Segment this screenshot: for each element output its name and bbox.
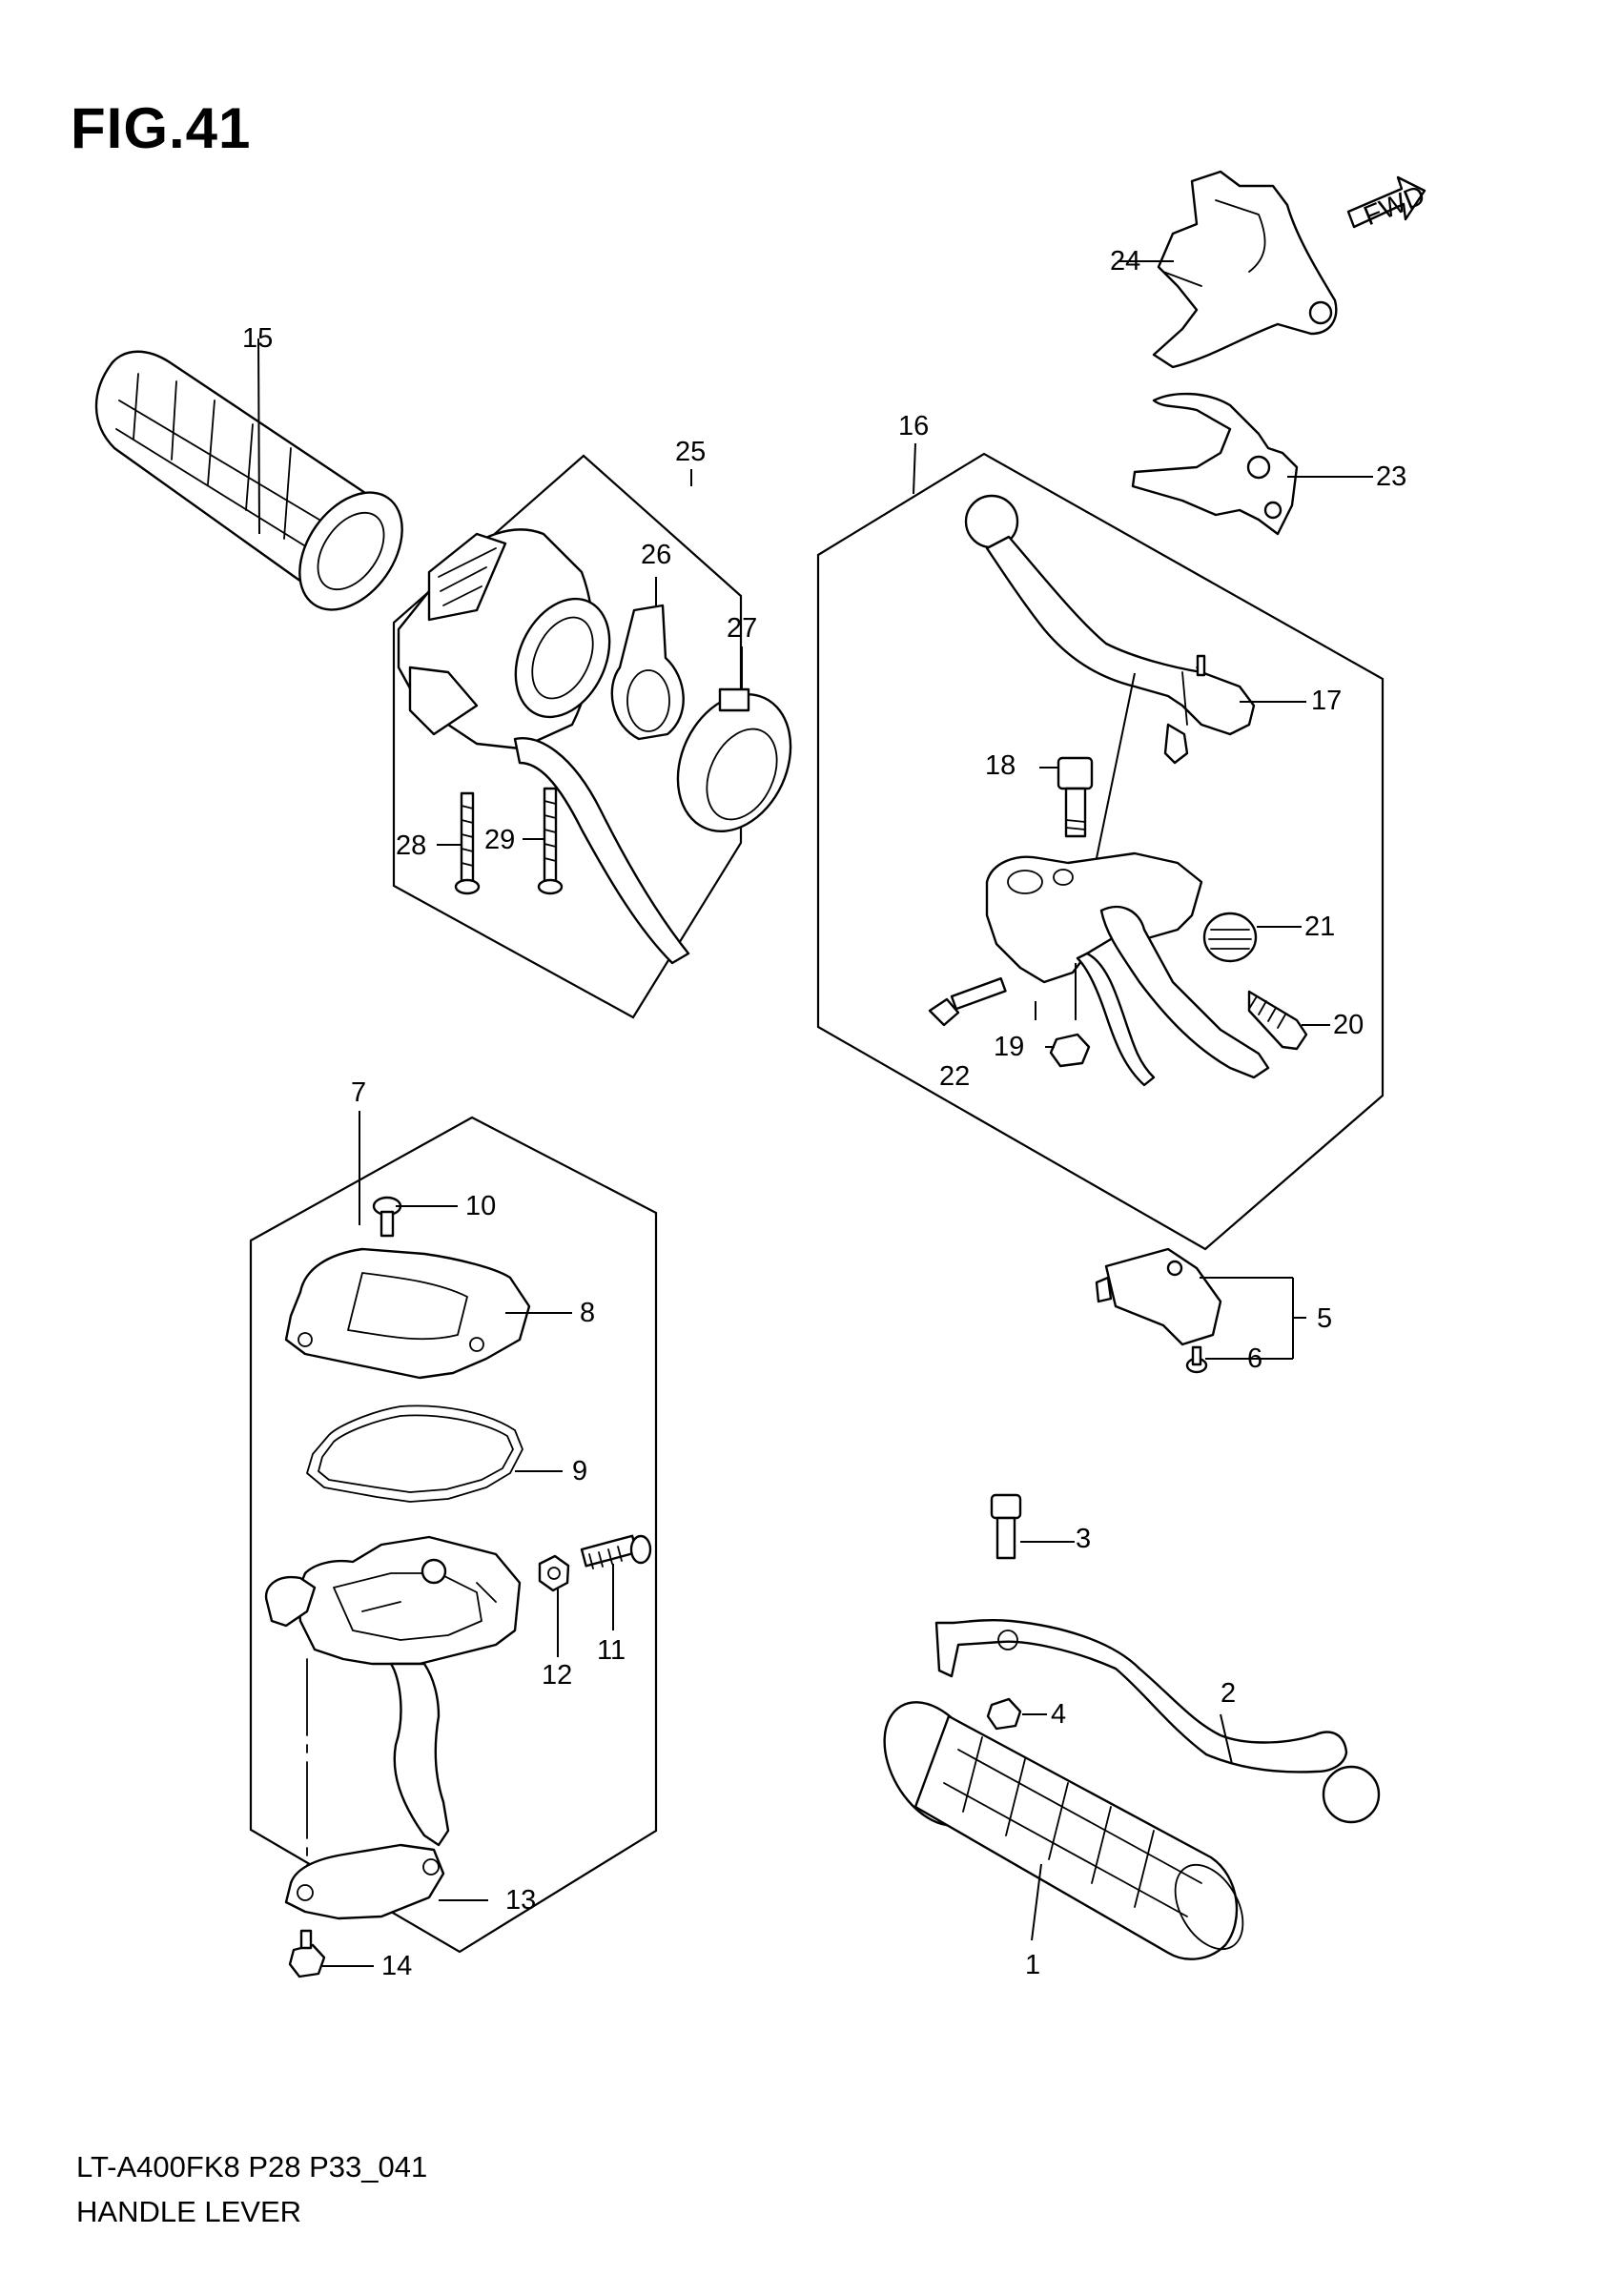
cover-part-24: [1152, 170, 1338, 369]
throttle-lever-part-26: [610, 604, 685, 741]
callout-15: 15: [242, 323, 273, 354]
callout-25: 25: [675, 437, 706, 467]
callout-28: 28: [396, 830, 426, 861]
throttle-switch-housing-part: [397, 528, 690, 965]
brake-lever-part-17: [964, 494, 1256, 765]
assembly-box-16: [816, 452, 1385, 1251]
nut-part-4: [986, 1697, 1022, 1731]
callout-18: 18: [985, 750, 1016, 781]
callout-2: 2: [1221, 1678, 1236, 1709]
callout-9: 9: [572, 1456, 587, 1486]
clutch-lever-part-2: [934, 1618, 1381, 1824]
section-name: HANDLE LEVER: [76, 2195, 302, 2228]
switch-part-5: [1095, 1247, 1222, 1346]
callout-3: 3: [1076, 1524, 1091, 1554]
screw-part-28: [454, 791, 481, 895]
pivot-bolt-part-18: [1057, 756, 1094, 838]
screw-part-29: [537, 787, 564, 895]
callout-11: 11: [597, 1635, 626, 1666]
assembly-box-7: [249, 1116, 658, 1954]
callout-24: 24: [1110, 246, 1140, 277]
callout-labels: 1 2 3 4 5 6 7 8 9 10 11 12 13 14 15 16 1…: [242, 246, 1406, 1981]
screw-part-11: [580, 1534, 652, 1569]
left-grip-part: [94, 350, 403, 611]
clamp-ring-part-27: [676, 687, 792, 833]
bolt-part-20: [1247, 990, 1308, 1051]
bracket-part-23: [1131, 392, 1299, 536]
callout-13: 13: [505, 1885, 536, 1916]
screw-part-10: [372, 1196, 402, 1238]
nut-part-12: [538, 1554, 570, 1592]
callout-27: 27: [727, 613, 757, 644]
callout-1: 1: [1025, 1950, 1040, 1980]
bolt-part-3: [990, 1493, 1022, 1560]
callout-20: 20: [1333, 1010, 1364, 1040]
model-code: LT-A400FK8 P28 P33_041: [76, 2150, 428, 2183]
cap-part-21: [1202, 912, 1258, 963]
screw-part-6: [1185, 1345, 1208, 1374]
bolt-part-14: [288, 1929, 326, 1978]
callout-5: 5: [1317, 1303, 1332, 1334]
callout-14: 14: [381, 1951, 412, 1981]
assembly-box-25: [392, 454, 743, 1019]
callout-29: 29: [484, 825, 515, 855]
callout-23: 23: [1376, 461, 1406, 492]
fwd-arrow: FWD: [1346, 175, 1429, 232]
throttle-housing-part-7: [264, 1535, 522, 1870]
callout-6: 6: [1247, 1343, 1262, 1374]
leader-lines: [257, 260, 1373, 1967]
callout-7: 7: [351, 1077, 366, 1108]
callout-16: 16: [898, 411, 929, 441]
fwd-arrow-label: FWD: [1360, 180, 1429, 232]
figure-title: FIG.41: [71, 96, 252, 160]
callout-21: 21: [1304, 912, 1335, 942]
cover-part-13: [284, 1843, 445, 1920]
gasket-part-9: [306, 1404, 523, 1503]
bolt-part-22: [928, 976, 1007, 1027]
callout-22: 22: [939, 1061, 970, 1092]
nut-part-19: [1049, 1033, 1091, 1068]
callout-8: 8: [580, 1298, 595, 1328]
callout-26: 26: [641, 540, 671, 570]
callout-19: 19: [994, 1032, 1024, 1062]
callout-10: 10: [465, 1191, 496, 1221]
right-grip-part: [883, 1701, 1244, 1960]
callout-17: 17: [1311, 686, 1342, 716]
callout-12: 12: [542, 1660, 572, 1691]
cover-part-8: [284, 1247, 531, 1380]
master-cylinder-part-16: [985, 851, 1270, 1087]
callout-4: 4: [1051, 1699, 1066, 1730]
